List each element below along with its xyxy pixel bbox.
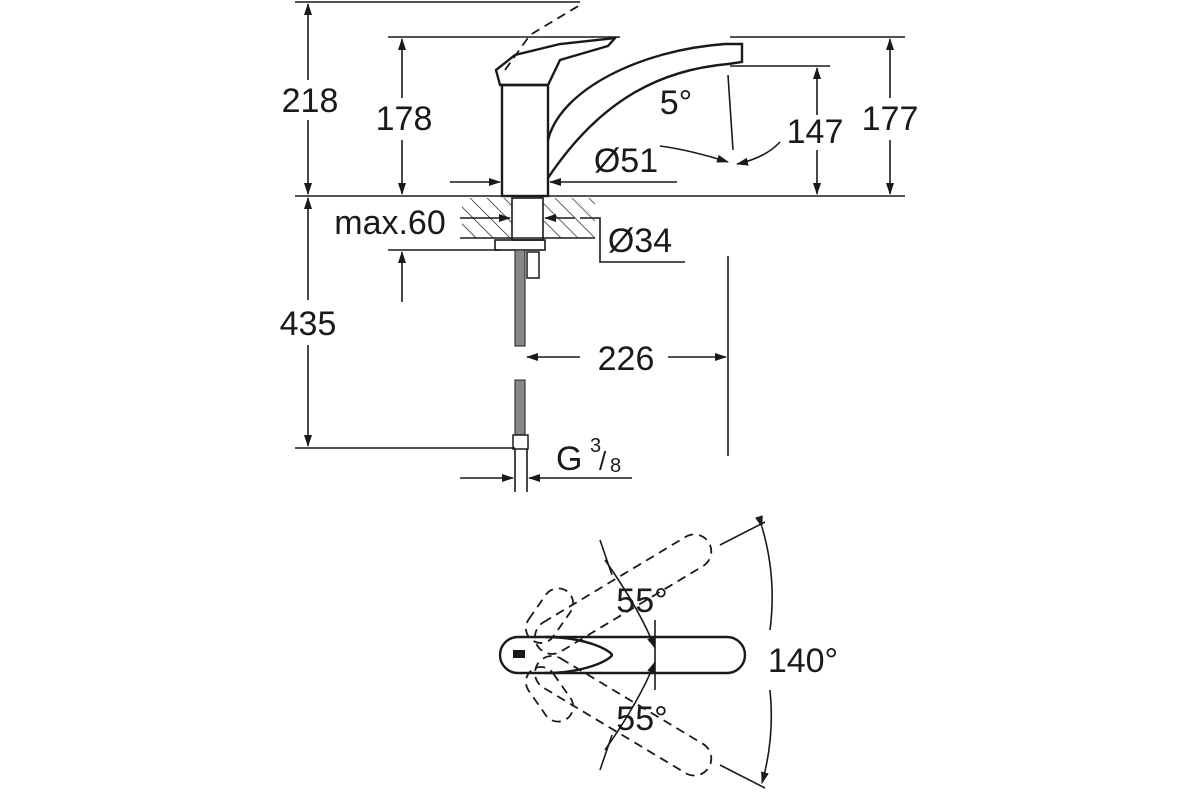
dim-total-height: 218	[282, 82, 339, 120]
angle-arrow	[736, 141, 781, 166]
dim-thread-slash: /	[599, 446, 607, 476]
dim-outlet-angle: 5°	[660, 84, 693, 122]
hose	[514, 379, 526, 436]
dim-angle-up: 55°	[616, 582, 667, 620]
dim-outlet-height: 147	[787, 113, 844, 151]
hose-fitting	[526, 251, 540, 279]
indicator-mark	[513, 650, 525, 658]
spout	[546, 42, 744, 179]
dim-hole-diameter: Ø34	[608, 222, 672, 260]
dim-spout-reach: 226	[598, 340, 655, 378]
dim-angle-down: 55°	[616, 700, 667, 738]
dim-thread-label: G	[556, 440, 582, 478]
faucet-body	[500, 83, 550, 198]
lever-center-position	[498, 635, 747, 675]
hose	[514, 249, 526, 347]
extension-line	[599, 734, 613, 771]
lever-limit-up	[525, 587, 575, 644]
angle-arrow	[659, 145, 729, 163]
top-view: 55° 55° 140°	[498, 515, 838, 789]
extension-line	[719, 764, 766, 789]
dim-body-diameter: Ø51	[594, 142, 658, 180]
swivel-arc	[761, 689, 773, 784]
lever-raised-position	[504, 4, 581, 71]
angle-arrow	[604, 559, 656, 649]
dim-spout-top-height: 177	[862, 100, 919, 138]
dim-thread-numerator: 3	[590, 435, 601, 457]
lever-handle	[494, 36, 618, 87]
angle-arrow	[604, 661, 656, 751]
mounting-nut	[494, 239, 546, 251]
lever-limit-down	[525, 666, 575, 723]
dim-thread-denominator: 8	[610, 455, 621, 477]
dim-deck-thickness: max.60	[334, 204, 446, 242]
leader-line	[580, 217, 685, 263]
lever-position-down	[534, 655, 713, 777]
dim-body-height: 178	[376, 100, 433, 138]
extension-line	[599, 539, 613, 576]
dim-hose-length: 435	[280, 305, 337, 343]
lever-grip	[544, 635, 614, 675]
hose-connector	[512, 434, 529, 450]
dim-swivel-range: 140°	[768, 642, 838, 680]
lever-position-up	[534, 533, 713, 655]
mounting-shank	[511, 197, 544, 241]
swivel-arc	[755, 515, 773, 631]
extension-line	[719, 521, 766, 546]
outlet-axis	[727, 74, 734, 151]
side-view: 218 178 177 147 5° Ø51 max.60 Ø34	[280, 1, 919, 492]
